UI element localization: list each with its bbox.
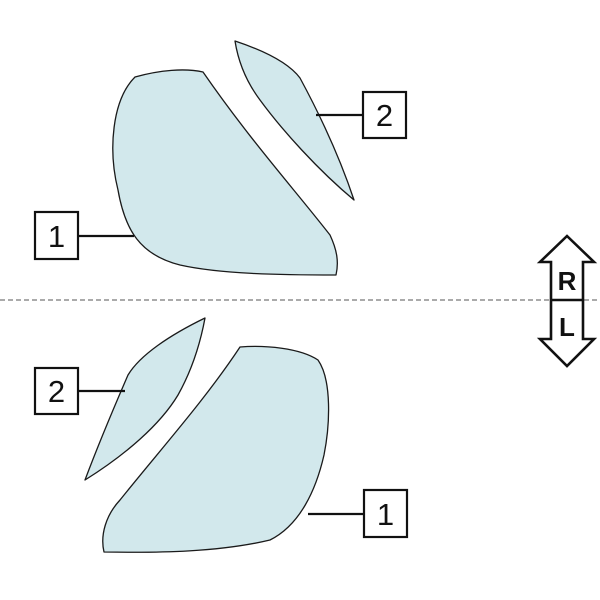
bottom-large-panel	[102, 345, 330, 553]
top-large-callout-label: 1	[48, 219, 65, 254]
bottom-large-callout: 1	[362, 488, 409, 539]
top-small-callout-label: 2	[376, 98, 393, 133]
direction-upper-label: R	[558, 266, 577, 296]
bottom-small-callout-label: 2	[48, 374, 65, 409]
top-small-callout: 2	[361, 90, 408, 140]
top-large-panel	[112, 69, 338, 276]
top-large-callout: 1	[33, 210, 80, 261]
direction-indicator: R L	[536, 234, 598, 368]
top-small-callout-box	[361, 90, 408, 140]
top-small-panel	[234, 40, 355, 201]
bottom-large-callout-label: 1	[377, 497, 394, 532]
bottom-small-callout: 2	[33, 366, 80, 416]
bottom-large-callout-box	[362, 488, 409, 539]
bottom-small-callout-box	[33, 366, 80, 416]
direction-lower-label: L	[559, 312, 575, 342]
bottom-small-panel	[84, 317, 206, 481]
top-large-callout-box	[33, 210, 80, 261]
